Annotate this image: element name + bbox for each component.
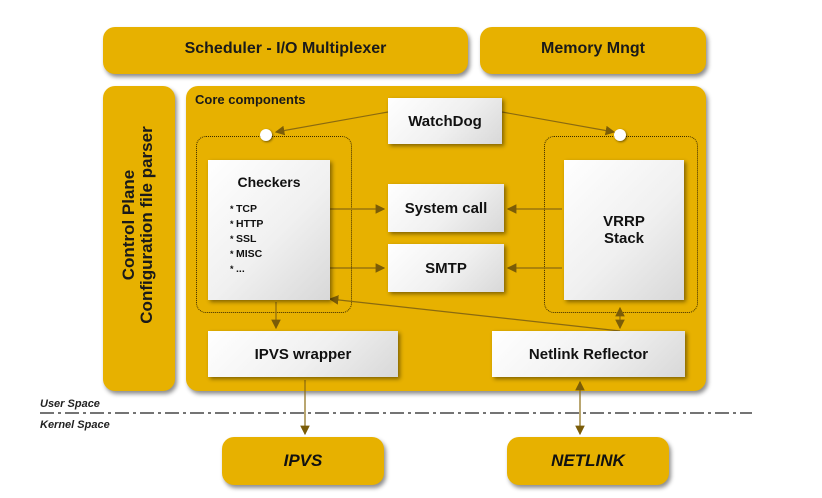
- kernel-space-label: Kernel Space: [40, 419, 110, 431]
- checkers-group: [196, 136, 352, 313]
- checkers-title: Checkers: [237, 174, 301, 190]
- checker-item: TCP: [230, 202, 330, 217]
- vrrp-port: [614, 129, 626, 141]
- watchdog-to-vrrp-line: [501, 111, 616, 136]
- core-components-title: Core components: [195, 92, 306, 107]
- watchdog-to-checkers-line: [274, 111, 389, 136]
- netlink-reflector-label: Netlink Reflector: [528, 345, 649, 363]
- smtp-label: SMTP: [425, 259, 467, 277]
- memory-label: Memory Mngt: [541, 40, 645, 57]
- checkers-list: TCP HTTP SSL MISC ...: [230, 202, 330, 277]
- ipvs-label: IPVS: [283, 451, 323, 470]
- netlink-label: NETLINK: [551, 451, 625, 470]
- ipvs-wrapper-box: IPVS wrapper: [208, 331, 398, 377]
- scheduler-label: Scheduler - I/O Multiplexer: [184, 40, 387, 57]
- checkers-port: [260, 129, 272, 141]
- checkers-box: Checkers TCP HTTP SSL MISC ...: [208, 160, 330, 300]
- checker-item: MISC: [230, 247, 330, 262]
- memory-block: Memory Mngt: [480, 27, 706, 74]
- watchdog-box: WatchDog: [388, 98, 502, 144]
- stack-label: Stack: [603, 230, 645, 247]
- ipvs-block: IPVS: [222, 437, 384, 485]
- control-plane-block: [103, 86, 175, 391]
- checker-item: ...: [230, 262, 330, 277]
- checker-item: HTTP: [230, 217, 330, 232]
- smtp-box: SMTP: [388, 244, 504, 292]
- netlink-reflector-box: Netlink Reflector: [492, 331, 685, 377]
- watchdog-label: WatchDog: [408, 112, 482, 130]
- vrrp-stack-box: VRRP Stack: [564, 160, 684, 300]
- ipvs-wrapper-label: IPVS wrapper: [254, 345, 352, 363]
- reflector-to-checkers-line: [328, 295, 621, 332]
- system-call-label: System call: [404, 199, 488, 217]
- vrrp-label: VRRP: [603, 213, 645, 230]
- user-space-label: User Space: [40, 398, 100, 410]
- scheduler-block: Scheduler - I/O Multiplexer: [103, 27, 468, 74]
- system-call-box: System call: [388, 184, 504, 232]
- checker-item: SSL: [230, 232, 330, 247]
- netlink-block: NETLINK: [507, 437, 669, 485]
